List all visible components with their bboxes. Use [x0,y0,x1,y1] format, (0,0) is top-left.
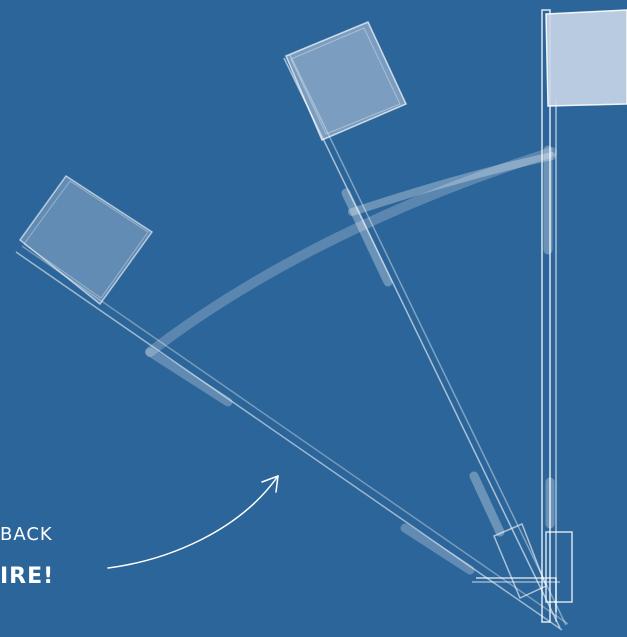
flag-pose-upright [542,10,627,622]
curved-arrow-icon [108,476,278,568]
annotation-line-2: IRE! [0,564,54,589]
pivot-bracket [472,578,560,612]
annotation-line-1: BACK [0,524,53,545]
flag-pose-left [16,176,568,630]
